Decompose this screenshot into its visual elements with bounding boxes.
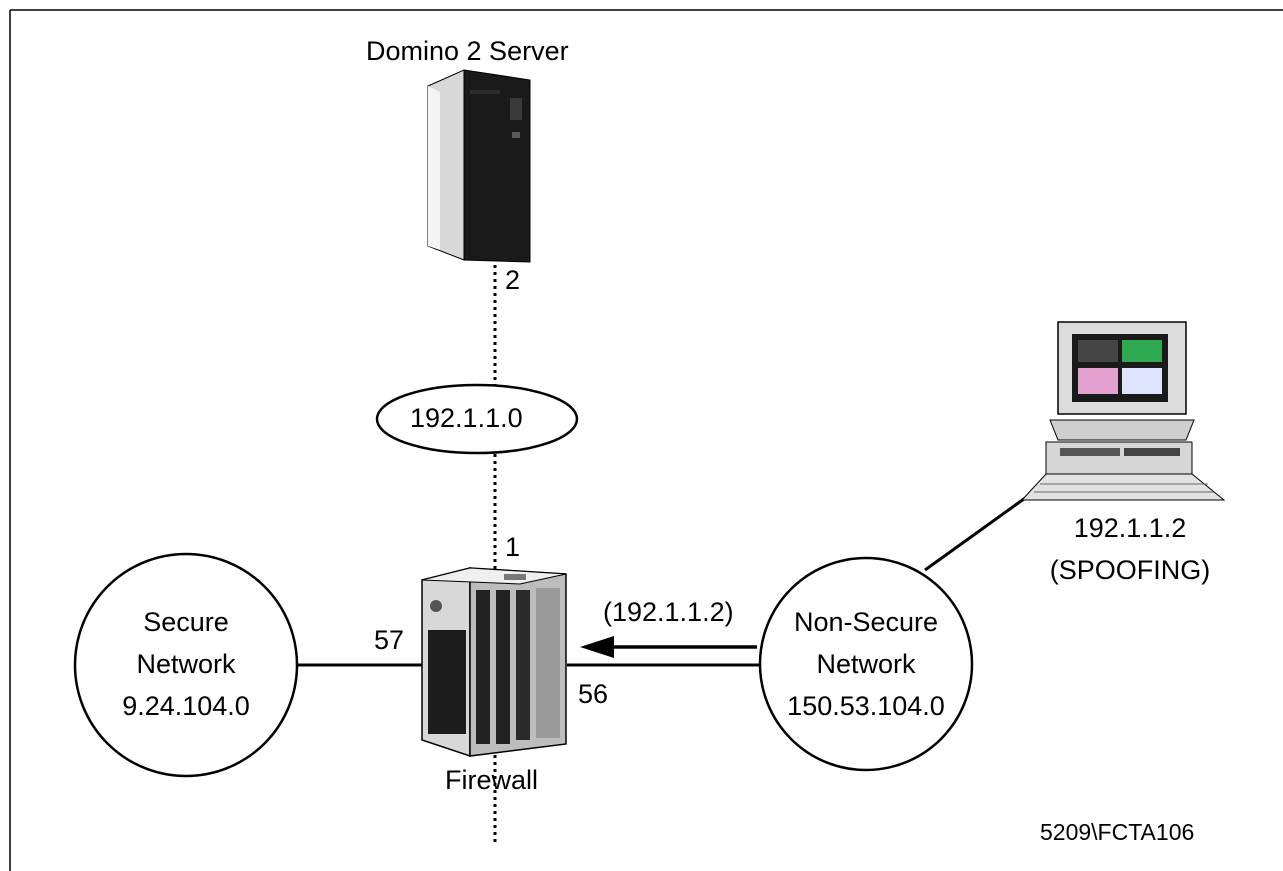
workstation-link [924,494,1029,572]
server-port-label: 2 [505,265,521,295]
firewall-port-top-label: 1 [505,532,521,562]
secure-network-line1: Secure [143,607,229,637]
server-icon [427,69,531,263]
subnet-label: 192.1.1.0 [410,403,523,433]
firewall-port-left-label: 57 [374,625,405,655]
figure-id-label: 5209\FCTA106 [1040,819,1195,845]
frame-border [9,9,1283,871]
nonsecure-network-line3: 150.53.104.0 [787,691,945,721]
spoof-arrow [580,636,757,658]
subnet-ellipse [375,383,579,455]
firewall-icon [421,567,567,758]
workstation-icon [1020,321,1226,501]
firewall-port-right-label: 56 [578,679,609,709]
spoofed-packet-label: (192.1.1.2) [603,597,734,627]
firewall-label: Firewall [445,765,539,795]
secure-network-line3: 9.24.104.0 [122,691,250,721]
workstation-ip-label: 192.1.1.2 [1073,513,1187,543]
workstation-note-label: (SPOOFING) [1049,555,1211,585]
nonsecure-network-line2: Network [816,649,916,679]
server-title: Domino 2 Server [366,36,569,66]
nonsecure-network-line1: Non-Secure [793,607,939,637]
secure-network-line2: Network [136,649,236,679]
